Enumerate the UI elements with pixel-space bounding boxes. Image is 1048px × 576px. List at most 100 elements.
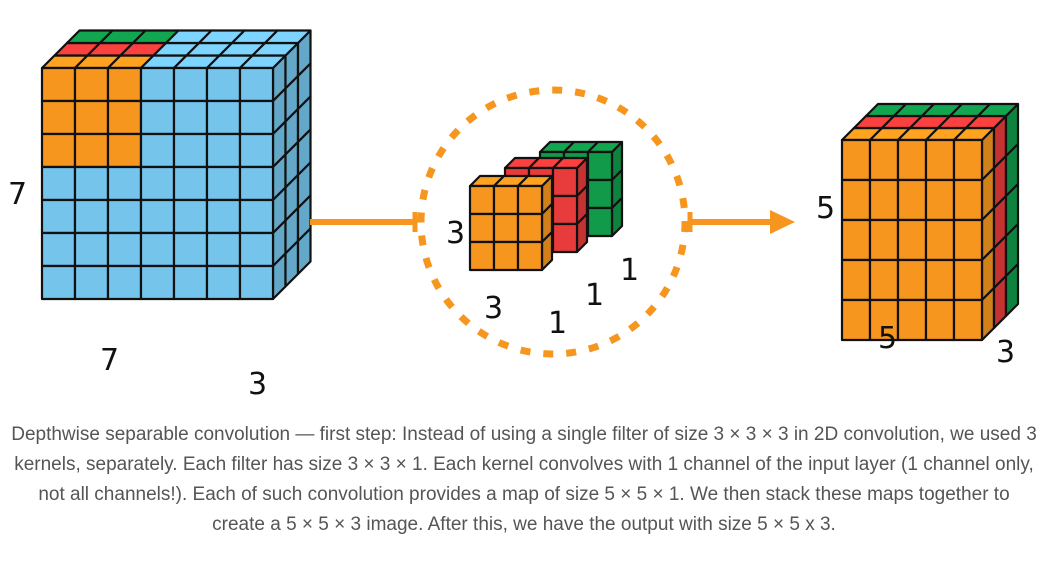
output-front-cell (952, 138, 984, 182)
input-front-cell (139, 165, 176, 202)
input-front-cell (238, 66, 275, 103)
figure-caption: Depthwise separable convolution — first … (11, 424, 1037, 535)
kernel-1-front-cell (468, 240, 496, 272)
input-front-cell (106, 198, 143, 235)
input-front-cell (106, 99, 143, 136)
input-front-cell (238, 99, 275, 136)
input-volume (40, 29, 312, 301)
input-side-cell (296, 227, 312, 276)
input-front-cell (139, 198, 176, 235)
input-depth-label: 3 (248, 367, 267, 402)
input-front-cell (172, 231, 209, 268)
output-front-cell (896, 218, 928, 262)
input-front-cell (40, 198, 77, 235)
input-front-cell (40, 165, 77, 202)
input-front-cell (238, 165, 275, 202)
output-front-cell (868, 218, 900, 262)
input-front-cell (172, 132, 209, 169)
input-front-cell (73, 198, 110, 235)
input-height-label: 7 (8, 177, 27, 212)
input-front-cell (73, 165, 110, 202)
output-front-cell (924, 218, 956, 262)
kernel-1-depth-label: 1 (548, 306, 567, 341)
output-side-cell (1004, 262, 1020, 318)
input-front-cell (40, 132, 77, 169)
input-top-cell (263, 29, 312, 45)
kernel-1-front-cell (516, 212, 544, 244)
output-front-cell (868, 178, 900, 222)
input-front-cell (205, 198, 242, 235)
output-volume (840, 102, 1020, 342)
output-front-cell (952, 298, 984, 342)
output-front-cell (924, 178, 956, 222)
kernel-width-label: 3 (484, 291, 503, 326)
output-front-cell (896, 138, 928, 182)
output-depth-label: 3 (996, 335, 1015, 370)
input-front-cell (238, 198, 275, 235)
output-front-cell (924, 138, 956, 182)
depthwise-convolution-diagram: 7 7 3 3 3 1 1 1 5 5 3 (8, 29, 1020, 402)
input-front-cell (73, 132, 110, 169)
output-height-label: 5 (816, 191, 835, 226)
output-front-cell (924, 258, 956, 302)
input-front-cell (40, 66, 77, 103)
input-front-cell (106, 231, 143, 268)
input-front-cell (205, 132, 242, 169)
input-front-cell (205, 165, 242, 202)
kernel-1-front-cell (468, 184, 496, 216)
kernel-3-front-cell (586, 150, 614, 182)
output-front-cell (840, 218, 872, 262)
arrow-kernels-to-output (687, 210, 795, 234)
output-front-cell (896, 258, 928, 302)
input-front-cell (73, 66, 110, 103)
output-front-cell (868, 258, 900, 302)
input-front-cell (106, 165, 143, 202)
kernel-1-front-cell (492, 240, 520, 272)
input-front-cell (139, 99, 176, 136)
kernel-2-depth-label: 1 (585, 278, 604, 313)
input-front-cell (139, 132, 176, 169)
input-front-cell (172, 66, 209, 103)
input-front-cell (73, 99, 110, 136)
kernel-height-label: 3 (446, 216, 465, 251)
kernel-3-front-cell (586, 178, 614, 210)
output-front-cell (840, 298, 872, 342)
kernel-1-front-cell (516, 184, 544, 216)
output-front-cell (868, 138, 900, 182)
kernel-1-front-cell (468, 212, 496, 244)
output-front-cell (952, 258, 984, 302)
input-front-cell (172, 165, 209, 202)
output-front-cell (896, 298, 928, 342)
input-front-cell (73, 231, 110, 268)
kernels-group (468, 140, 624, 272)
input-front-cell (172, 99, 209, 136)
output-width-label: 5 (878, 321, 897, 356)
kernel-1-front-cell (492, 184, 520, 216)
input-front-cell (40, 264, 77, 301)
input-front-cell (205, 264, 242, 301)
kernel-2-front-cell (551, 222, 579, 254)
input-front-cell (205, 99, 242, 136)
input-front-cell (205, 231, 242, 268)
kernel-2-front-cell (551, 166, 579, 198)
output-front-cell (952, 178, 984, 222)
input-front-cell (238, 231, 275, 268)
input-front-cell (40, 99, 77, 136)
arrow-input-to-kernels (310, 212, 418, 232)
kernel-1-front-cell (492, 212, 520, 244)
kernels-dashed-circle (417, 86, 689, 358)
output-front-cell (840, 138, 872, 182)
input-front-cell (73, 264, 110, 301)
input-front-cell (238, 132, 275, 169)
input-front-cell (139, 66, 176, 103)
input-width-label: 7 (100, 343, 119, 378)
diagram-canvas: 7 7 3 3 3 1 1 1 5 5 3 (8, 29, 1020, 402)
input-front-cell (238, 264, 275, 301)
output-front-cell (952, 218, 984, 262)
output-front-cell (924, 298, 956, 342)
input-front-cell (139, 264, 176, 301)
output-front-cell (840, 258, 872, 302)
input-front-cell (172, 198, 209, 235)
output-top-cell (976, 102, 1020, 118)
input-front-cell (106, 264, 143, 301)
